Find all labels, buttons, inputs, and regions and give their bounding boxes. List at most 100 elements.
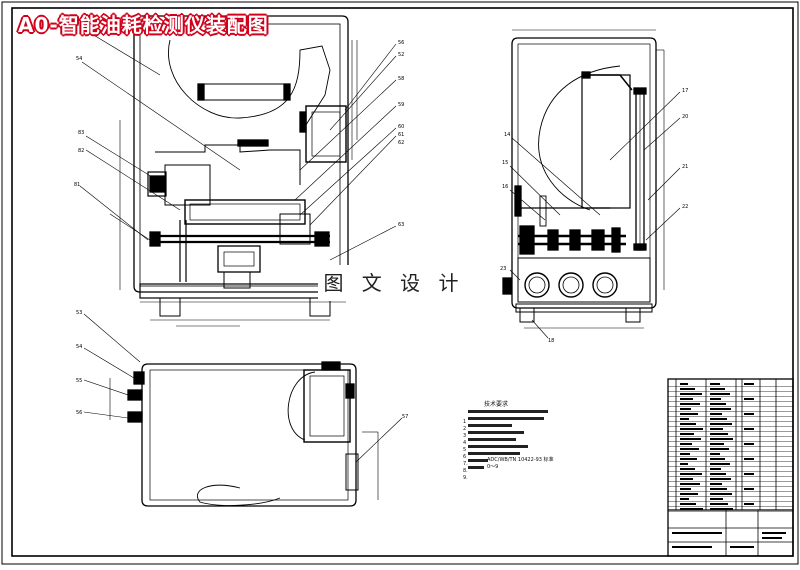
bom-row-mark bbox=[710, 418, 727, 420]
bom-row-mark bbox=[744, 428, 754, 430]
front-view-leaders bbox=[79, 27, 397, 261]
bom-row-mark bbox=[680, 463, 688, 465]
bom-row-mark bbox=[710, 453, 720, 455]
tech-item: 5 bbox=[463, 436, 516, 453]
bom-row-mark bbox=[680, 418, 689, 420]
tech-item-number: 7. bbox=[463, 461, 468, 467]
callout-label: 15 bbox=[502, 160, 508, 166]
bom-row-mark bbox=[710, 508, 733, 510]
callout-label: 56 bbox=[398, 40, 404, 46]
tech-item-suffix: ADC/WB/TN 10422-93 标准 bbox=[487, 457, 554, 463]
bom-row-mark bbox=[744, 503, 754, 505]
front-view-callout-labels: 57 54 83 82 81 56 52 58 59 60 61 62 63 bbox=[74, 22, 404, 228]
bom-row-mark bbox=[710, 428, 723, 430]
tech-item-bar bbox=[468, 459, 488, 462]
tech-item-number: 4 bbox=[463, 440, 467, 446]
technical-requirements-title: 技术要求 bbox=[484, 401, 509, 408]
bom-row-mark bbox=[710, 493, 732, 495]
tech-item-bar bbox=[468, 445, 528, 448]
drawing-title: A0-智能油耗检测仪装配图 bbox=[18, 13, 269, 37]
callout-label: 20 bbox=[682, 114, 688, 120]
tech-item-suffix: 0～9 bbox=[487, 464, 499, 470]
bom-row-mark bbox=[744, 488, 754, 490]
callout-label: 60 bbox=[398, 124, 404, 130]
bom-row-mark bbox=[680, 508, 703, 510]
tech-item: 2 bbox=[463, 415, 544, 432]
callout-label: 55 bbox=[76, 378, 82, 384]
tech-item: 9. 0～9 bbox=[463, 464, 498, 481]
bottom-view bbox=[109, 361, 379, 507]
tech-item-number: 8. bbox=[463, 468, 468, 474]
bom-row-mark bbox=[710, 433, 728, 435]
bom-row-mark bbox=[680, 393, 702, 395]
bill-of-materials bbox=[667, 378, 794, 557]
tech-item-bar bbox=[468, 424, 512, 427]
bom-row-mark bbox=[744, 398, 754, 400]
bom-row-mark bbox=[710, 458, 725, 460]
technical-requirements-list: 1 2 3 4 5 6 7. 8. ADC/WB/TN 10422-93 标准 9… bbox=[463, 408, 554, 481]
callout-label: 58 bbox=[398, 76, 404, 82]
callout-label: 59 bbox=[398, 102, 404, 108]
bom-row-mark bbox=[710, 478, 731, 480]
bom-row-mark bbox=[710, 468, 721, 470]
tech-item: 6 bbox=[463, 443, 528, 460]
bom-row-mark bbox=[710, 448, 729, 450]
bom-row-mark bbox=[680, 398, 693, 400]
bom-row-mark bbox=[680, 438, 701, 440]
callout-label: 14 bbox=[504, 132, 510, 138]
callout-label: 22 bbox=[682, 204, 688, 210]
callout-label: 53 bbox=[76, 310, 82, 316]
bom-row-mark bbox=[710, 398, 721, 400]
tech-item-number: 9. bbox=[463, 475, 468, 481]
callout-label: 83 bbox=[78, 130, 84, 136]
tech-item-bar bbox=[468, 438, 516, 441]
tech-item-bar bbox=[468, 431, 524, 434]
tech-item: 1 bbox=[463, 408, 548, 425]
inner-frame bbox=[11, 7, 794, 557]
bom-row-mark bbox=[680, 498, 689, 500]
callout-label: 62 bbox=[398, 140, 404, 146]
bom-row-mark bbox=[710, 503, 728, 505]
bom-rows bbox=[668, 383, 793, 512]
bom-row-mark bbox=[710, 483, 722, 485]
tech-item-bar bbox=[468, 410, 548, 413]
title-block-marks bbox=[672, 532, 786, 548]
bom-row-mark bbox=[710, 408, 731, 410]
watermark-label: 图 文 设 计 bbox=[318, 265, 470, 301]
callout-label: 54 bbox=[76, 56, 82, 62]
front-view bbox=[119, 15, 358, 327]
bom-row-mark bbox=[710, 413, 722, 415]
bom-row-mark bbox=[710, 383, 720, 385]
bom-row-mark bbox=[680, 428, 703, 430]
bom-row-mark bbox=[680, 503, 696, 505]
callout-label: 52 bbox=[398, 52, 404, 58]
tech-item-number: 3 bbox=[463, 433, 467, 439]
callout-label: 57 bbox=[402, 414, 408, 420]
callout-label: 18 bbox=[548, 338, 554, 344]
bom-row-mark bbox=[744, 413, 754, 415]
bottom-view-callout-labels: 53 54 55 56 57 bbox=[76, 310, 408, 420]
tech-item: 3 bbox=[463, 422, 512, 439]
bom-row-mark bbox=[710, 443, 724, 445]
tech-item-number: 5 bbox=[463, 447, 467, 453]
bom-row-mark bbox=[680, 433, 694, 435]
tech-item: 8. ADC/WB/TN 10422-93 标准 bbox=[463, 457, 554, 474]
bom-row-mark bbox=[680, 488, 691, 490]
side-view bbox=[502, 29, 665, 329]
bom-row-mark bbox=[744, 458, 754, 460]
callout-label: 54 bbox=[76, 344, 82, 350]
tech-item-number: 2 bbox=[463, 426, 467, 432]
callout-label: 21 bbox=[682, 164, 688, 170]
callout-label: 63 bbox=[398, 222, 404, 228]
bom-row-mark bbox=[680, 478, 693, 480]
bom-row-mark bbox=[680, 483, 700, 485]
tech-item-bar bbox=[468, 417, 544, 420]
callout-label: 61 bbox=[398, 132, 404, 138]
bom-row-mark bbox=[680, 408, 691, 410]
bom-row-mark bbox=[744, 473, 754, 475]
bom-row-mark bbox=[710, 463, 730, 465]
bom-row-mark bbox=[710, 423, 732, 425]
bom-row-mark bbox=[710, 473, 726, 475]
